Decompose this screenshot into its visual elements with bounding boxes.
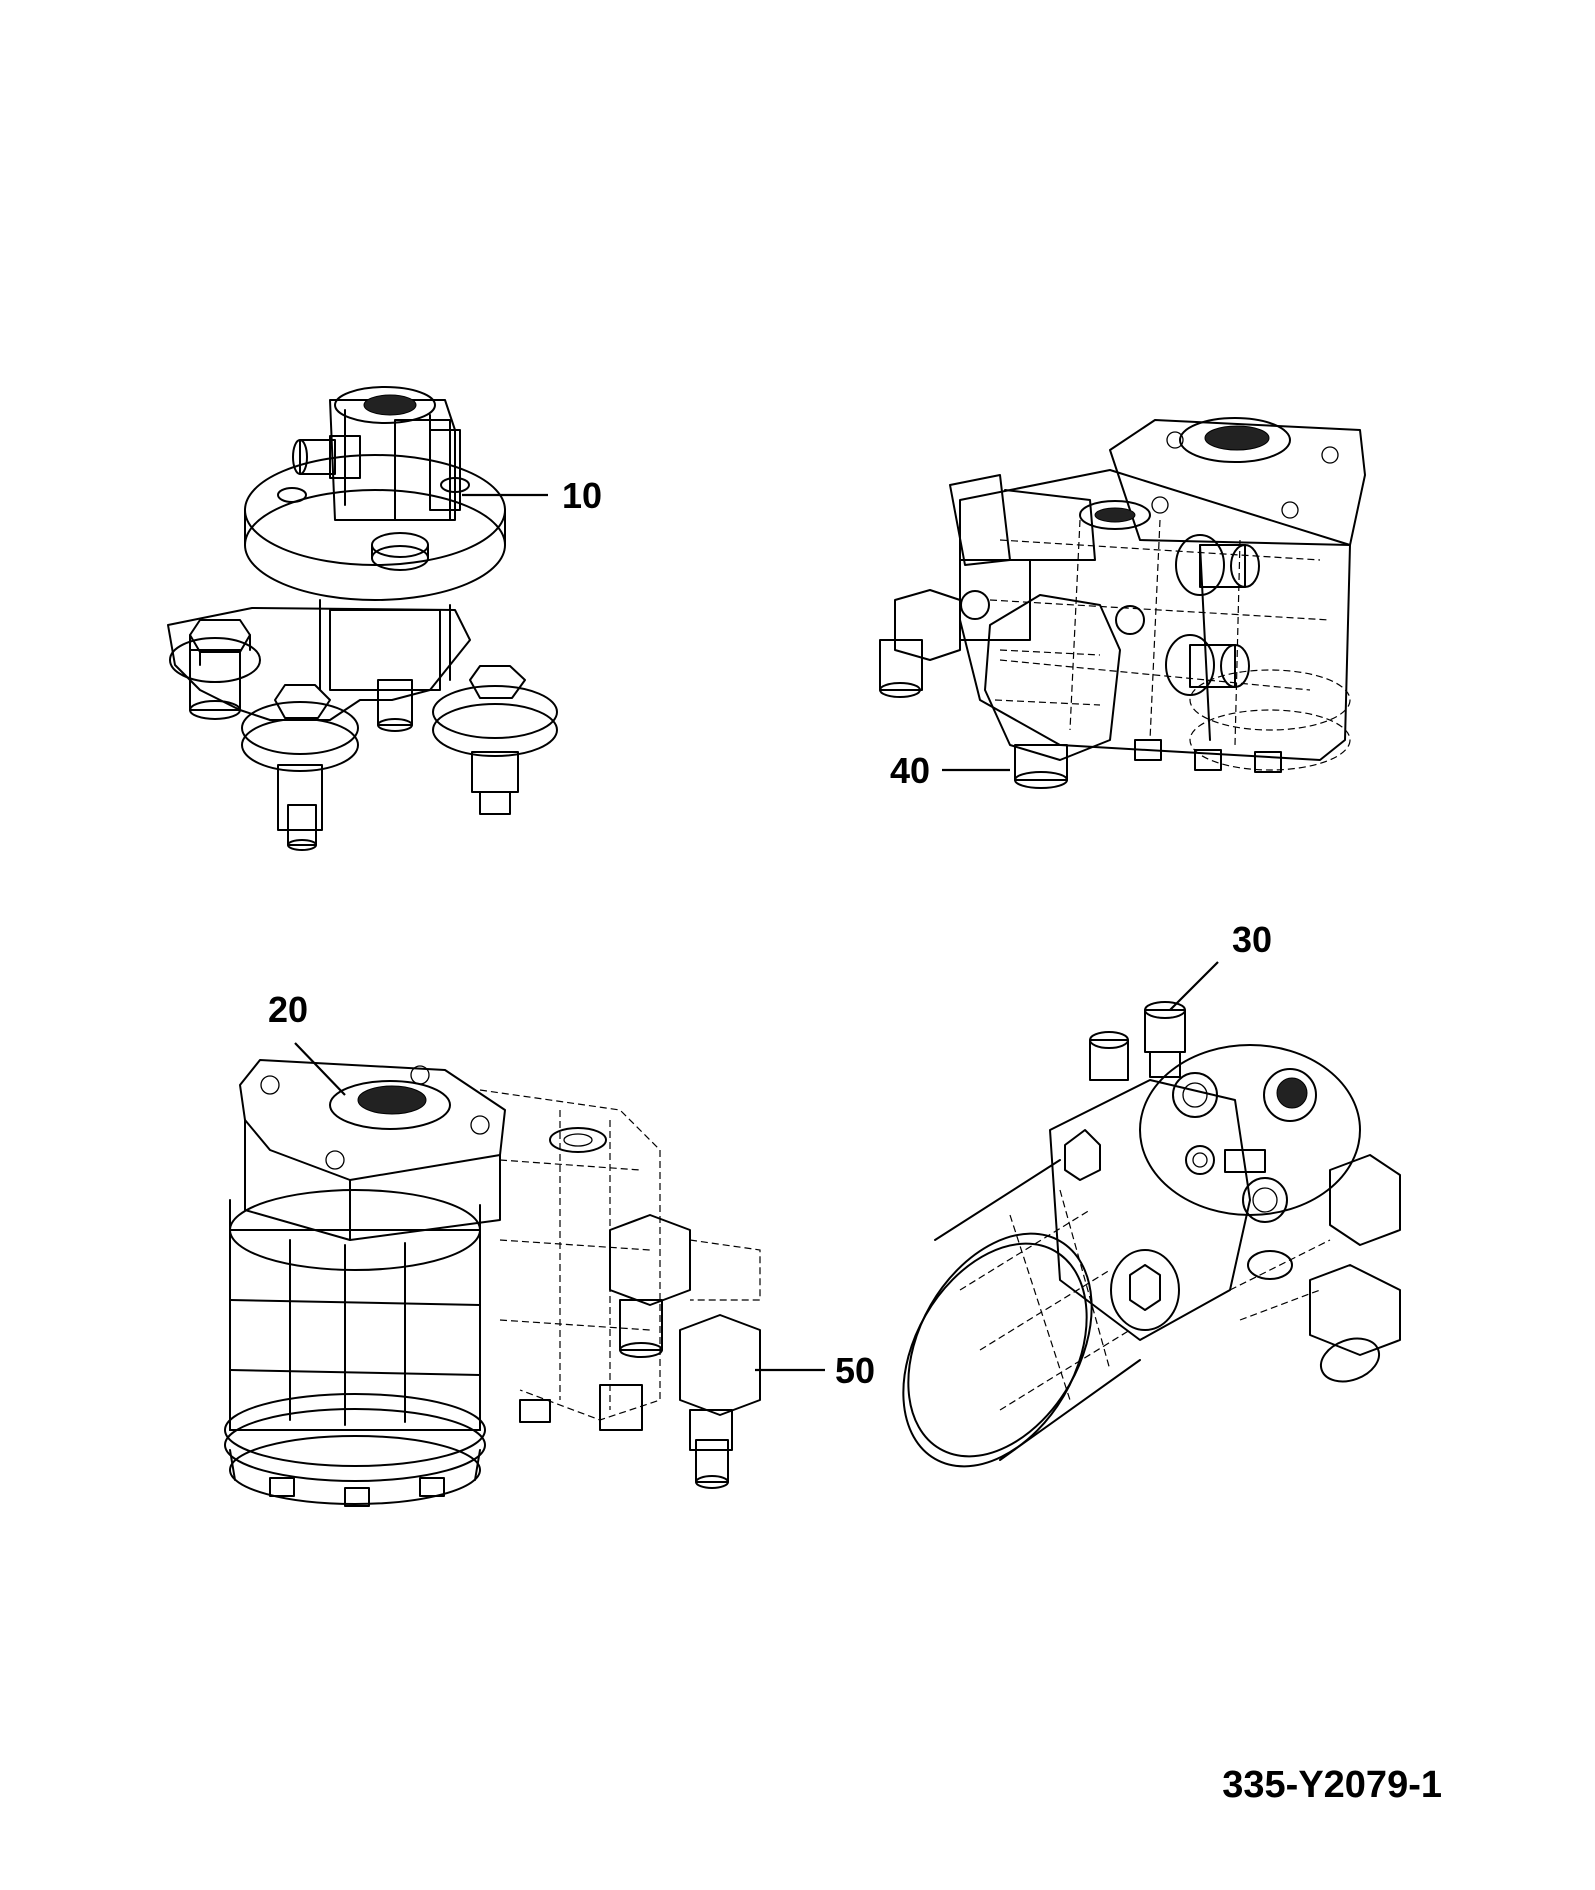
fitting-top-1 [1089, 1031, 1129, 1081]
callout-30: 30 [1232, 919, 1272, 960]
bolt-left [169, 619, 261, 720]
bolt-small [377, 679, 413, 732]
part-steering-unit-side [879, 417, 1366, 789]
bolt-middle [241, 684, 359, 851]
callout-20: 20 [268, 989, 308, 1030]
elbow-lower [679, 1314, 761, 1489]
fitting-top-2 [1144, 1001, 1186, 1078]
drawing-number: 335-Y2079-1 [1222, 1764, 1442, 1806]
callout-50: 50 [835, 1350, 875, 1391]
part-coupling-assembly [167, 386, 558, 851]
leader-30 [1169, 961, 1219, 1011]
part-steering-unit-rear [902, 1001, 1401, 1468]
callout-10: 10 [562, 475, 602, 516]
fitting-lower [1165, 634, 1250, 696]
bolt-right [432, 665, 558, 815]
callout-40: 40 [890, 750, 930, 791]
elbow-upper [609, 1214, 761, 1358]
fitting-upper [1175, 534, 1260, 596]
part-steering-unit-front [224, 1059, 761, 1507]
leader-lines [294, 493, 1219, 1372]
leader-20 [294, 1042, 346, 1096]
